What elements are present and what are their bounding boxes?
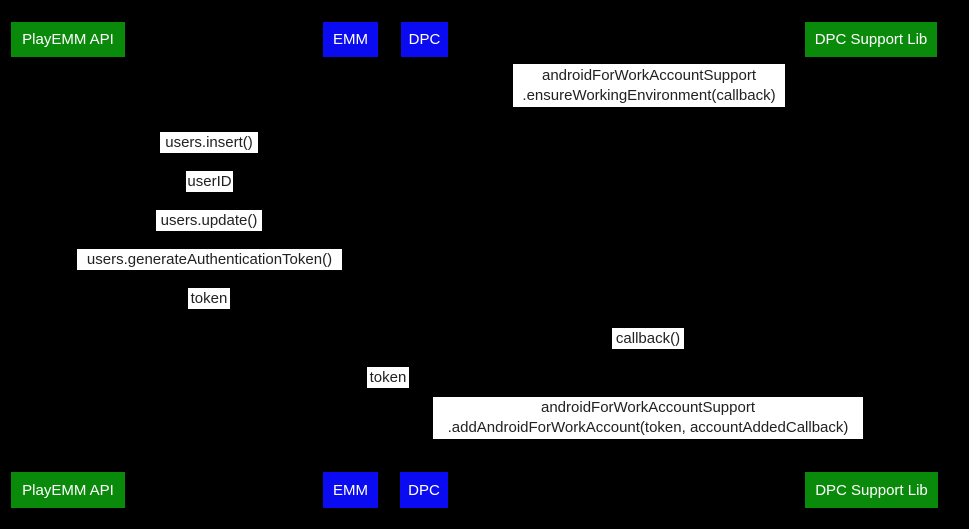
actor-dpc-support-lib-top-label: DPC Support Lib bbox=[814, 31, 928, 48]
actor-dpc-bottom-label: DPC bbox=[408, 481, 440, 499]
message-user-id-label: userID bbox=[187, 172, 232, 190]
actor-dpc-support-lib-bottom: DPC Support Lib bbox=[805, 472, 938, 508]
actor-dpc-support-lib-bottom-label: DPC Support Lib bbox=[815, 481, 928, 499]
actor-dpc-top-label: DPC bbox=[408, 31, 441, 48]
actor-emm-top: EMM bbox=[323, 22, 378, 57]
message-ensure-working-environment-line1: androidForWorkAccountSupport bbox=[542, 66, 756, 84]
actor-dpc-support-lib-top: DPC Support Lib bbox=[805, 22, 937, 57]
actor-playemm-api-bottom: PlayEMM API bbox=[11, 472, 125, 508]
message-ensure-working-environment-line2: .ensureWorkingEnvironment(callback) bbox=[522, 86, 776, 104]
message-add-android-for-work-account-line1: androidForWorkAccountSupport bbox=[541, 399, 755, 416]
actor-emm-bottom: EMM bbox=[323, 472, 378, 508]
message-users-generate-authentication-token-label: users.generateAuthenticationToken() bbox=[86, 250, 333, 268]
message-users-insert-label: users.insert() bbox=[165, 133, 253, 151]
message-ensure-working-environment: androidForWorkAccountSupport .ensureWork… bbox=[513, 64, 785, 107]
message-users-generate-authentication-token: users.generateAuthenticationToken() bbox=[77, 249, 342, 270]
actor-dpc-top: DPC bbox=[401, 22, 448, 57]
message-user-id: userID bbox=[186, 171, 233, 192]
message-token-forward: token bbox=[367, 367, 409, 388]
message-callback: callback() bbox=[612, 328, 684, 349]
message-callback-label: callback() bbox=[615, 329, 681, 347]
message-users-update-label: users.update() bbox=[160, 211, 258, 229]
message-users-update: users.update() bbox=[156, 210, 262, 231]
message-token-forward-label: token bbox=[369, 368, 407, 386]
actor-emm-bottom-label: EMM bbox=[333, 481, 368, 499]
actor-playemm-api-top: PlayEMM API bbox=[11, 22, 125, 57]
actor-emm-top-label: EMM bbox=[333, 31, 368, 48]
actor-playemm-api-bottom-label: PlayEMM API bbox=[22, 481, 114, 499]
message-token-response: token bbox=[188, 288, 230, 309]
actor-playemm-api-top-label: PlayEMM API bbox=[22, 31, 114, 48]
message-add-android-for-work-account-line2: .addAndroidForWorkAccount(token, account… bbox=[447, 419, 849, 436]
message-token-response-label: token bbox=[190, 289, 228, 307]
message-users-insert: users.insert() bbox=[160, 132, 258, 153]
message-add-android-for-work-account: androidForWorkAccountSupport .addAndroid… bbox=[433, 397, 863, 439]
actor-dpc-bottom: DPC bbox=[400, 472, 448, 508]
